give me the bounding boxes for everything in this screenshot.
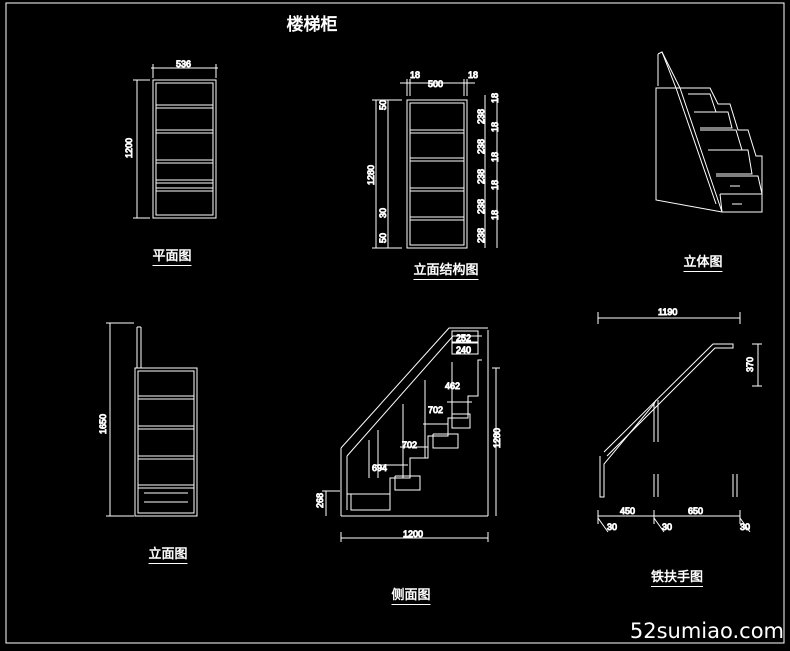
plan-view-label: 平面图 xyxy=(152,245,192,266)
handrail-dim-450: 450 xyxy=(620,506,635,516)
handrail-dim-650: 650 xyxy=(688,506,703,516)
side-dim-462: 462 xyxy=(445,381,460,391)
front-board-2: 18 xyxy=(490,122,500,132)
front-height-dim: 1280 xyxy=(366,165,376,185)
front-board-4: 18 xyxy=(490,180,500,190)
front-structure-view xyxy=(372,79,498,249)
front-structure-label: 立面结构图 xyxy=(413,259,479,280)
elevation-height-dim: 1650 xyxy=(98,414,108,434)
front-board-1: 18 xyxy=(490,93,500,103)
side-view xyxy=(322,327,500,542)
elevation-label: 立面图 xyxy=(148,543,188,564)
front-shelf-3: 238 xyxy=(476,169,486,184)
handrail-rise-dim: 370 xyxy=(745,357,755,372)
side-width-dim: 1200 xyxy=(403,529,423,539)
front-panel-right: 18 xyxy=(468,70,478,80)
side-dim-702b: 702 xyxy=(402,440,417,450)
front-bottom-dim: 50 xyxy=(378,233,388,243)
handrail-view xyxy=(597,312,762,533)
side-dim-252: 252 xyxy=(456,333,471,343)
plan-view xyxy=(133,64,218,219)
front-panel-left: 18 xyxy=(410,70,420,80)
front-shelf-4: 238 xyxy=(476,199,486,214)
plan-width-dim: 536 xyxy=(176,59,191,69)
handrail-dim-30a: 30 xyxy=(607,522,617,532)
handrail-dim-30b: 30 xyxy=(662,522,672,532)
watermark: 52sumiao.com xyxy=(629,619,784,643)
front-inner-width: 500 xyxy=(428,79,443,89)
side-dim-702a: 702 xyxy=(428,405,443,415)
sheet-border xyxy=(5,2,785,644)
side-height-dim: 1280 xyxy=(492,428,502,448)
elevation-view xyxy=(106,322,198,517)
handrail-dim-30c: 30 xyxy=(740,522,750,532)
front-board-5: 18 xyxy=(490,210,500,220)
front-shelf-2: 238 xyxy=(476,139,486,154)
front-top-dim: 50 xyxy=(378,100,388,110)
side-dim-240: 240 xyxy=(456,345,471,355)
front-shelf-5: 238 xyxy=(476,228,486,243)
side-view-label: 侧面图 xyxy=(391,584,431,605)
drawing-title: 楼梯柜 xyxy=(286,15,338,35)
front-mid-dim: 30 xyxy=(378,208,388,218)
handrail-label: 铁扶手图 xyxy=(650,566,704,587)
front-shelf-1: 238 xyxy=(476,109,486,124)
side-base-dim: 268 xyxy=(315,493,325,508)
front-board-3: 18 xyxy=(490,152,500,162)
side-dim-694: 694 xyxy=(372,463,387,473)
isometric-label: 立体图 xyxy=(683,251,723,272)
handrail-width-dim: 1190 xyxy=(658,307,677,317)
plan-height-dim: 1200 xyxy=(124,138,134,158)
isometric-view xyxy=(655,51,763,213)
